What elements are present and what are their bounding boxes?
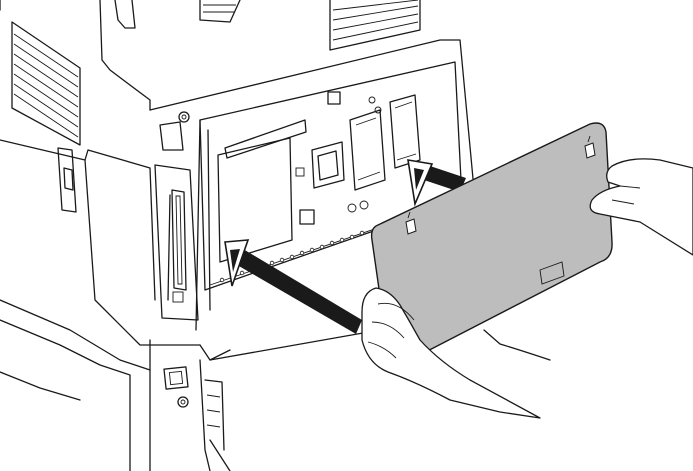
vent-grille-left <box>11 21 81 146</box>
arrow-icon <box>407 159 466 207</box>
screw-hole-icon <box>178 111 190 123</box>
screw-icon <box>584 135 596 159</box>
screw-icon <box>405 211 417 235</box>
controller-board-area <box>195 61 463 331</box>
hand-icon <box>361 287 551 419</box>
side-cover-panel <box>370 122 613 364</box>
expansion-slot <box>389 94 421 169</box>
memory-slot <box>349 109 386 191</box>
power-switch-icon <box>163 366 189 390</box>
base-unit <box>149 329 383 471</box>
printer-body <box>0 0 476 471</box>
hand-icon <box>589 158 693 256</box>
latch-icon <box>57 147 77 213</box>
screw-hole-icon <box>177 396 189 408</box>
chip-icon <box>311 141 345 189</box>
vent-grille-right <box>199 0 421 51</box>
interface-connector <box>154 164 199 321</box>
arrow-icon <box>224 239 362 334</box>
